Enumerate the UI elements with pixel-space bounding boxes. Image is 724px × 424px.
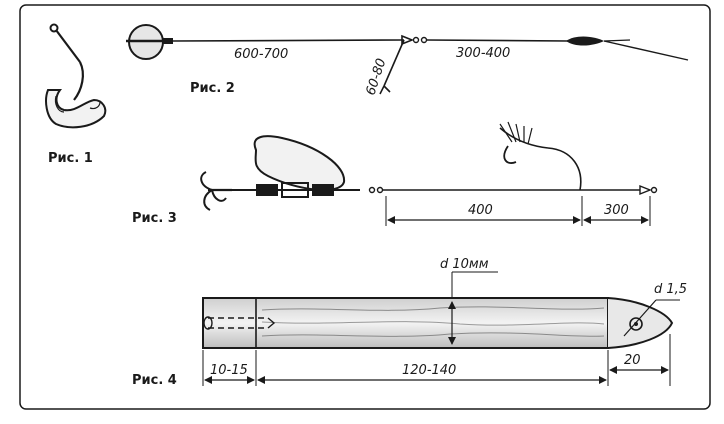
fig4-left-segment-length: 10-15 bbox=[210, 363, 248, 378]
float-body bbox=[202, 297, 609, 349]
fig2-lure bbox=[566, 36, 604, 46]
fig1-hook-drawing bbox=[45, 23, 107, 129]
fig2-end-line-length: 300-400 bbox=[456, 46, 510, 61]
float-tip bbox=[607, 297, 674, 349]
fig3-leader-length: 400 bbox=[468, 203, 493, 218]
fig4-tip-length: 20 bbox=[624, 353, 641, 368]
fig2-main-line bbox=[171, 39, 405, 42]
fig1-label: Рис. 1 bbox=[48, 151, 93, 166]
tip-hole bbox=[629, 317, 643, 331]
fig4-body-length: 120-140 bbox=[402, 363, 456, 378]
fig3-rig-drawing bbox=[200, 121, 658, 226]
fig4-hole-label: d 1,5 bbox=[654, 282, 687, 297]
fig4-float-drawing bbox=[202, 271, 680, 386]
fig2-rig-drawing bbox=[126, 24, 689, 95]
fig2-drop-line bbox=[383, 39, 405, 87]
fig3-fly-leader bbox=[547, 147, 582, 191]
fig2-main-line-length: 600-700 bbox=[234, 47, 288, 62]
fig3-tail-length: 300 bbox=[604, 203, 629, 218]
fig2-label: Рис. 2 bbox=[190, 81, 235, 96]
fig2-drop-line-length: 60-80 bbox=[364, 57, 390, 98]
fig4-label: Рис. 4 bbox=[132, 373, 177, 388]
fig4-diameter-label: d 10мм bbox=[440, 257, 489, 272]
figure-frame bbox=[19, 4, 711, 410]
spinner-blade bbox=[253, 135, 346, 191]
fig2-end-line bbox=[425, 39, 569, 42]
fig3-label: Рис. 3 bbox=[132, 211, 177, 226]
